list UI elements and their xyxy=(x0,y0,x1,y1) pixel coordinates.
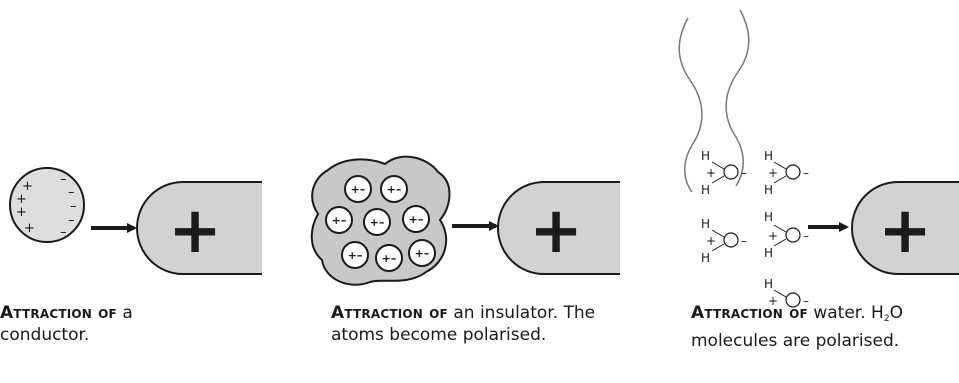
atom: +– xyxy=(381,176,407,202)
charge-minus: – xyxy=(60,172,67,187)
charge-minus: – xyxy=(68,213,75,228)
charge-minus: – xyxy=(60,225,67,240)
panel-water: H H + – H H + – H H + xyxy=(679,10,959,308)
hydrogen-label: H xyxy=(764,246,773,260)
hydrogen-label: H xyxy=(764,277,773,291)
charge-minus: – xyxy=(68,185,75,200)
atom: +– xyxy=(364,209,390,235)
panel-conductor: + + + + – – – – – + xyxy=(10,168,262,274)
svg-text:+–: +– xyxy=(409,213,424,226)
hydrogen-label: H xyxy=(701,251,710,265)
atom: +– xyxy=(326,207,352,233)
o-minus: – xyxy=(741,234,747,248)
atom: +– xyxy=(403,206,429,232)
rod-plus-sign: + xyxy=(878,194,932,268)
h-plus: + xyxy=(768,166,778,180)
h-plus: + xyxy=(706,234,716,248)
caption-lead: Attraction of xyxy=(331,303,448,323)
svg-text:+–: +– xyxy=(415,247,430,260)
h-plus: + xyxy=(768,229,778,243)
hydrogen-label: H xyxy=(764,149,773,163)
h-plus: + xyxy=(706,166,716,180)
water-stream xyxy=(726,10,749,186)
caption-lead: Attraction of xyxy=(691,303,808,323)
o-minus: – xyxy=(803,229,809,243)
o-minus: – xyxy=(803,166,809,180)
charge-minus: – xyxy=(70,199,77,214)
caption-water: Attraction of water. H2O molecules are p… xyxy=(691,302,957,352)
atom: +– xyxy=(376,245,402,271)
svg-text:+–: +– xyxy=(382,252,397,265)
hydrogen-label: H xyxy=(764,183,773,197)
water-molecule: H H + – xyxy=(701,149,747,197)
hydrogen-label: H xyxy=(701,183,710,197)
o-minus: – xyxy=(741,166,747,180)
water-molecules: H H + – H H + – H H + xyxy=(701,149,809,308)
svg-text:+–: +– xyxy=(351,183,366,196)
rod-plus-sign: + xyxy=(529,194,583,268)
hydrogen-label: H xyxy=(764,210,773,224)
water-stream xyxy=(679,18,702,192)
caption-insulator: Attraction of an insulator. The atoms be… xyxy=(331,302,601,346)
water-molecule: H H + – xyxy=(764,210,809,260)
hydrogen-label: H xyxy=(701,149,710,163)
water-molecule: H H + – xyxy=(764,149,809,197)
svg-text:+–: +– xyxy=(370,216,385,229)
caption-conductor: Attraction of a conductor. xyxy=(0,302,200,346)
caption-text: water. H xyxy=(808,303,884,323)
svg-text:+–: +– xyxy=(332,214,347,227)
charge-plus: + xyxy=(24,221,35,236)
caption-lead: Attraction of xyxy=(0,303,117,323)
charge-plus: + xyxy=(16,205,27,220)
panel-insulator: +– +– +– +– +– +– +– +– + xyxy=(312,157,620,285)
svg-text:+–: +– xyxy=(348,249,363,262)
atom: +– xyxy=(409,240,435,266)
svg-text:+–: +– xyxy=(387,183,402,196)
atom: +– xyxy=(345,176,371,202)
hydrogen-label: H xyxy=(701,217,710,231)
rod-plus-sign: + xyxy=(168,194,222,268)
water-molecule: H H + – xyxy=(701,217,747,265)
atom: +– xyxy=(342,242,368,268)
